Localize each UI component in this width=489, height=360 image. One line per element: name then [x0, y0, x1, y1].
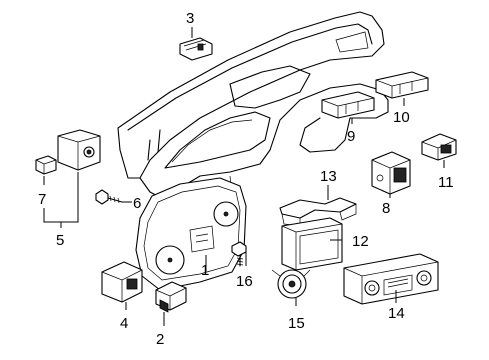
part-11-switch	[421, 133, 457, 161]
callout-2: 2	[156, 331, 164, 348]
callout-3: 3	[186, 10, 194, 27]
part-3-switch	[179, 37, 213, 61]
part-15-ignition-switch	[271, 269, 311, 299]
callout-12: 12	[352, 233, 369, 250]
callout-8: 8	[382, 200, 390, 217]
callout-4: 4	[120, 315, 128, 332]
part-6-screw	[95, 189, 123, 205]
part-10-switch-bar	[375, 71, 429, 99]
part-8-switch	[371, 151, 411, 195]
callout-10: 10	[393, 109, 410, 126]
callout-1: 1	[201, 262, 209, 279]
callout-5: 5	[56, 232, 64, 249]
part-14-climate-panel	[343, 253, 439, 305]
callout-9: 9	[347, 128, 355, 145]
callout-15: 15	[288, 315, 305, 332]
part-7-clip	[35, 155, 57, 175]
callout-13: 13	[320, 168, 337, 185]
part-2-connector	[155, 281, 187, 313]
part-4-switch	[101, 261, 143, 303]
part-9-switch-bar	[321, 91, 375, 119]
callout-16: 16	[236, 273, 253, 290]
part-16-screw	[231, 241, 247, 267]
callout-7: 7	[38, 191, 46, 208]
callout-6: 6	[133, 195, 141, 212]
callout-14: 14	[388, 305, 405, 322]
part-12-display	[281, 217, 343, 271]
callout-11: 11	[438, 174, 454, 191]
part-5-switch-housing	[57, 129, 101, 171]
part-1-instrument-cluster	[135, 177, 247, 291]
